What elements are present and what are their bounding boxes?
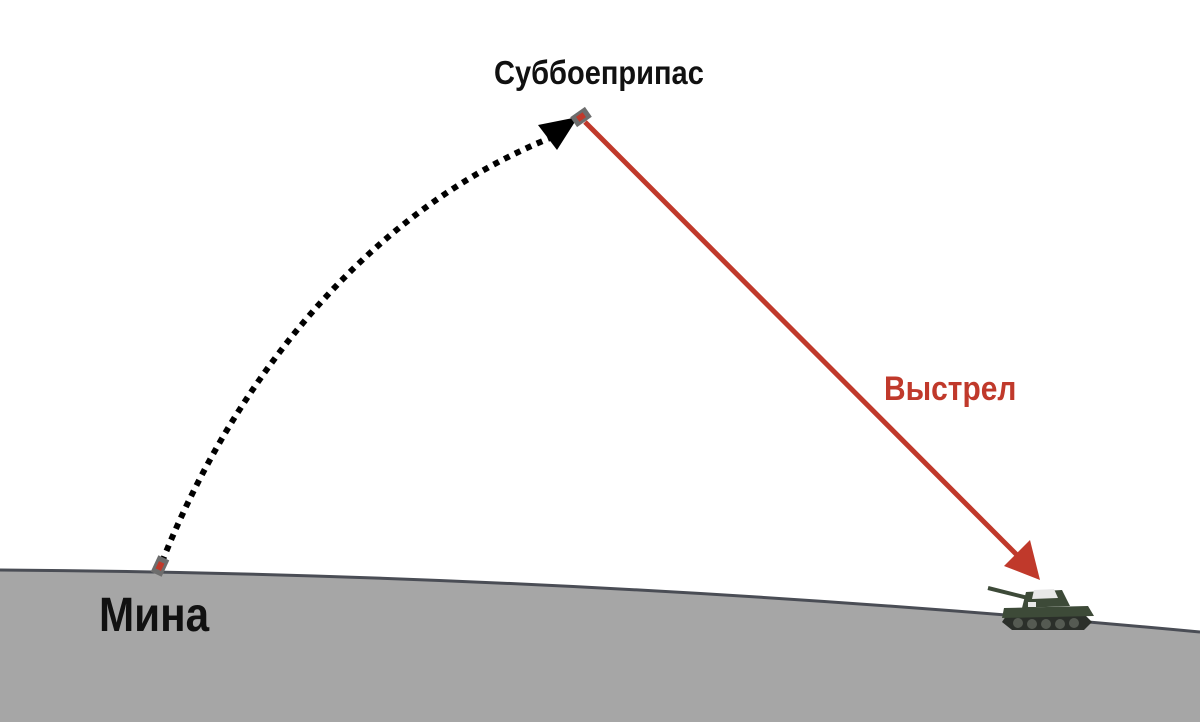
submunition-device-icon [570,106,592,128]
ground-surface-line [0,568,1200,634]
trajectory-arrowhead [538,117,578,150]
shot-arrowhead [1004,540,1040,580]
shot-line [583,120,1020,558]
mine-label: Мина [99,589,210,642]
shot-label: Выстрел [884,370,1017,408]
mine-device-icon [150,555,170,577]
submunition-label: Суббоеприпас [494,54,704,91]
tank-icon [987,586,1094,630]
launch-trajectory [159,135,552,564]
